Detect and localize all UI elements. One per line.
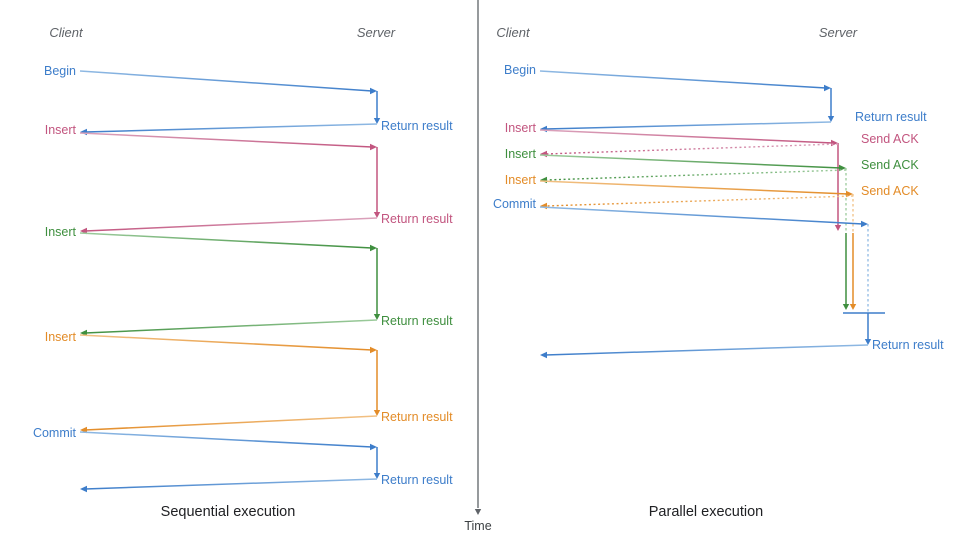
activation-arrowhead (373, 473, 381, 479)
right-server-message-label: Send ACK (861, 158, 919, 172)
left-client-message-label: Commit (33, 426, 77, 440)
activation-arrowhead (849, 304, 857, 310)
right-client-message-label: Insert (505, 173, 537, 187)
text-layer: Time Client Server Client Server Sequent… (33, 25, 944, 533)
message-line (79, 232, 373, 249)
right-server-message-label: Return result (855, 110, 927, 124)
right-client-message-label: Insert (505, 121, 537, 135)
message-line (544, 169, 847, 181)
activation-arrowhead (373, 212, 381, 218)
right-server-message-label: Send ACK (861, 132, 919, 146)
message-line (79, 431, 373, 448)
right-panel-caption: Parallel execution (649, 504, 763, 520)
message-line (539, 180, 849, 195)
left-client-actor-label: Client (49, 25, 84, 40)
message-line (539, 206, 864, 225)
right-server-message-label: Send ACK (861, 184, 919, 198)
message-arrowhead (370, 244, 377, 252)
left-client-message-label: Insert (45, 330, 77, 344)
activation-arrowhead (373, 118, 381, 124)
message-line (84, 415, 378, 431)
message-line (544, 121, 832, 130)
message-arrowhead (80, 485, 87, 493)
activation-arrowhead (373, 314, 381, 320)
right-client-actor-label: Client (496, 25, 531, 40)
message-line (544, 195, 854, 207)
message-line (544, 143, 839, 155)
activation-arrowhead (864, 339, 872, 345)
left-server-message-label: Return result (381, 212, 453, 226)
right-server-actor-label: Server (819, 25, 858, 40)
left-client-message-label: Insert (45, 225, 77, 239)
left-client-message-label: Begin (44, 64, 76, 78)
message-arrowhead (370, 346, 377, 354)
message-line (84, 478, 378, 490)
message-line (539, 154, 842, 169)
message-arrowhead (370, 443, 377, 451)
message-line (79, 70, 373, 92)
right-server-message-label: Return result (872, 338, 944, 352)
message-arrowhead (370, 87, 377, 95)
activation-arrowhead (827, 116, 835, 122)
message-arrowhead (540, 202, 547, 210)
message-arrowhead (824, 84, 831, 92)
left-server-message-label: Return result (381, 473, 453, 487)
message-arrowhead (370, 143, 377, 151)
message-arrowhead (540, 150, 547, 158)
message-line (84, 319, 378, 334)
message-arrowhead (540, 125, 547, 133)
time-axis-label: Time (464, 519, 491, 533)
activation-arrowhead (834, 225, 842, 231)
right-client-message-label: Insert (505, 147, 537, 161)
message-line (84, 123, 378, 133)
message-arrowhead (861, 220, 868, 228)
right-client-message-label: Begin (504, 63, 536, 77)
left-server-actor-label: Server (357, 25, 396, 40)
left-server-message-label: Return result (381, 410, 453, 424)
message-arrowhead (80, 128, 87, 136)
message-line (544, 344, 869, 356)
left-server-message-label: Return result (381, 119, 453, 133)
time-axis-arrowhead (474, 509, 482, 515)
message-line (84, 217, 378, 232)
message-line (539, 70, 827, 89)
right-client-message-label: Commit (493, 197, 537, 211)
left-client-message-label: Insert (45, 123, 77, 137)
left-panel-caption: Sequential execution (161, 504, 296, 520)
activation-arrowhead (373, 410, 381, 416)
message-line (79, 334, 373, 351)
arrow-layer (79, 0, 885, 515)
message-line (539, 129, 834, 144)
message-line (79, 132, 373, 148)
message-arrowhead (831, 139, 838, 147)
message-arrowhead (540, 351, 547, 359)
activation-arrowhead (842, 304, 850, 310)
message-arrowhead (540, 176, 547, 184)
left-server-message-label: Return result (381, 314, 453, 328)
